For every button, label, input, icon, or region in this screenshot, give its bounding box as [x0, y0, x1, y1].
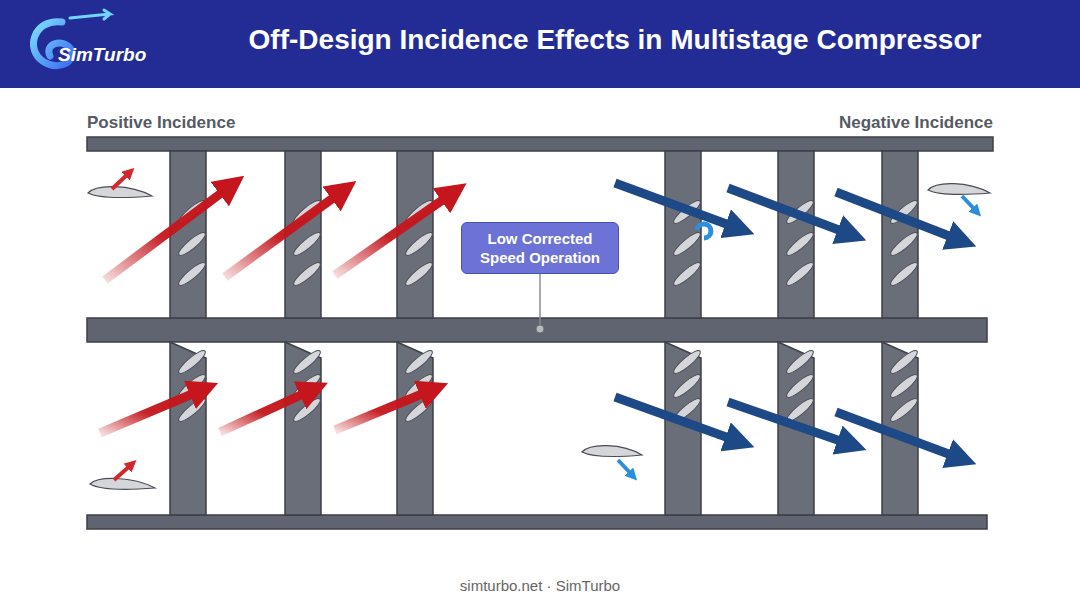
airfoil — [176, 348, 208, 377]
airfoil — [784, 372, 816, 401]
logo-text: SimTurbo — [58, 44, 146, 66]
airfoil — [291, 260, 323, 289]
airfoil — [888, 372, 920, 401]
callout-box: Low Corrected Speed Operation — [461, 222, 619, 274]
region-label: Positive Incidence — [87, 113, 235, 133]
airfoil — [671, 372, 703, 401]
airfoil — [403, 348, 435, 377]
airfoil — [403, 230, 435, 259]
airfoil — [671, 348, 703, 377]
airfoil — [888, 348, 920, 377]
airfoil — [291, 230, 323, 259]
airfoil — [291, 348, 323, 377]
airfoil — [176, 260, 208, 289]
page-title: Off-Design Incidence Effects in Multista… — [190, 24, 1040, 56]
airfoil — [671, 230, 703, 259]
airfoil — [403, 260, 435, 289]
region-label: Negative Incidence — [839, 113, 993, 133]
airfoil — [671, 260, 703, 289]
callout-text: Low Corrected Speed Operation — [474, 229, 606, 267]
airfoil — [888, 396, 920, 425]
airfoil — [784, 348, 816, 377]
airfoil — [784, 230, 816, 259]
airfoil — [888, 230, 920, 259]
airfoil — [888, 260, 920, 289]
airfoil — [784, 260, 816, 289]
airfoil — [176, 230, 208, 259]
footer-caption: simturbo.net · SimTurbo — [0, 577, 1080, 594]
